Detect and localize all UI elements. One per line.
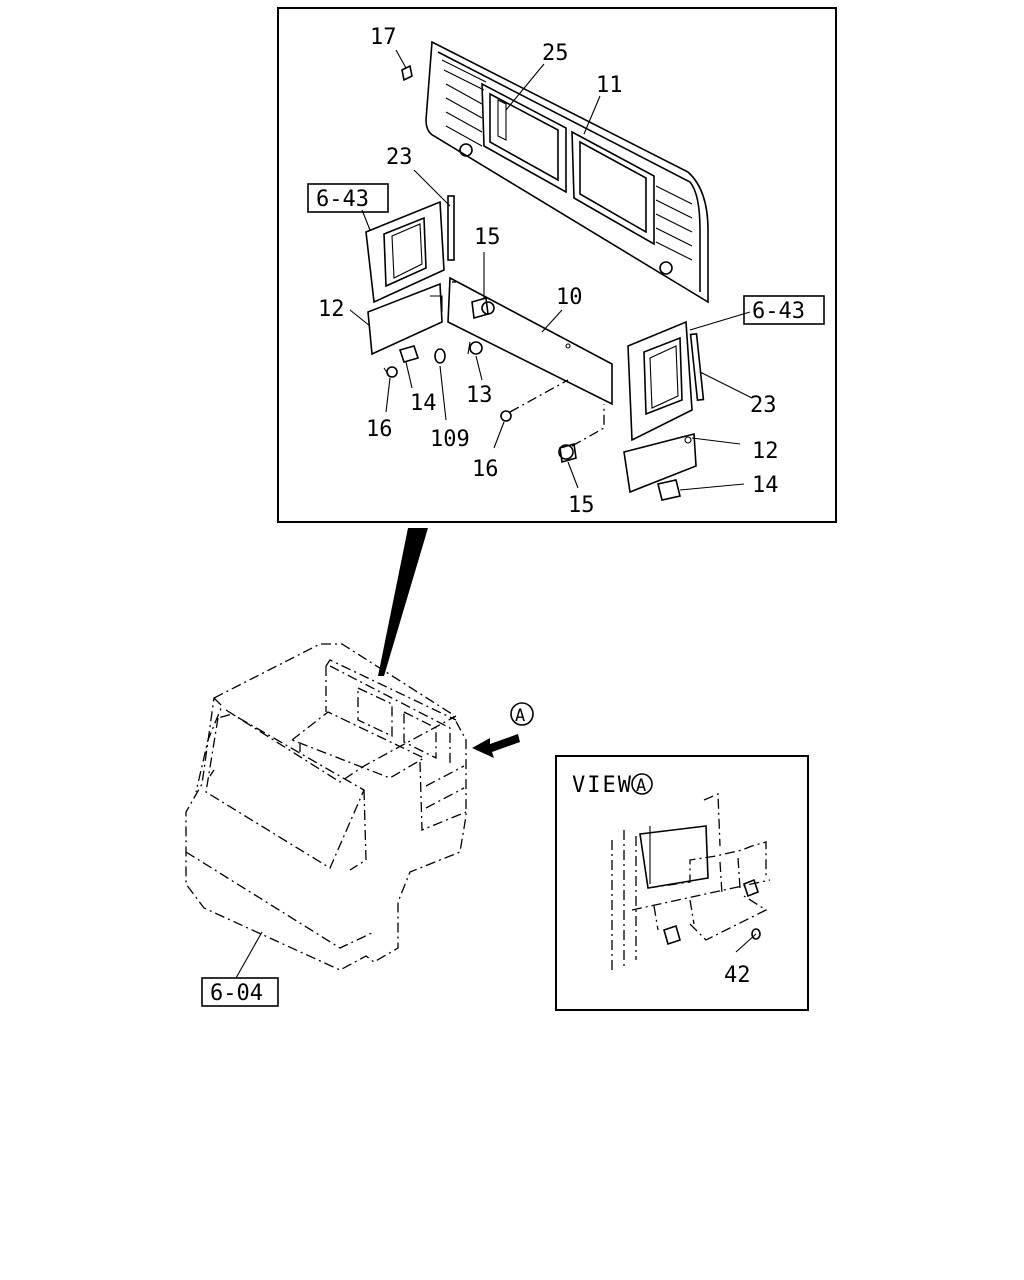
pointer-wedge: [378, 528, 428, 676]
callout-10: 10: [556, 285, 583, 310]
leader-lines: [349, 49, 753, 491]
rear-panel-11: [425, 40, 709, 304]
clip-16-left: [383, 366, 398, 378]
view-a-inset-frame: [555, 755, 809, 1011]
view-a-marker: A: [515, 706, 525, 726]
svg-text:6-43: 6-43: [752, 299, 805, 324]
callout-23-left: 23: [386, 145, 413, 170]
callout-15-top: 15: [474, 225, 501, 250]
left-side-panel: [365, 200, 445, 304]
callout-42: 42: [724, 963, 751, 988]
callout-16-mid: 16: [472, 457, 499, 482]
right-side-panel: [627, 320, 693, 442]
callout-12-right: 12: [752, 439, 779, 464]
svg-text:6-43: 6-43: [316, 187, 369, 212]
inset-title: VIEW: [572, 773, 633, 798]
callout-16-left: 16: [366, 417, 393, 442]
lower-left-trim-12: [367, 282, 443, 356]
ref-box-643-left: 6-43: [307, 183, 389, 213]
view-a-arrow: A: [472, 702, 534, 758]
ref-box-604: 6-04: [201, 931, 279, 1007]
screw-15-bottom: [558, 442, 577, 464]
clip-13: [467, 341, 483, 355]
strip-23-right: [689, 332, 705, 402]
ref-box-643-right: 6-43: [743, 295, 825, 325]
callout-13: 13: [466, 383, 493, 408]
inset-marker-circle: [631, 773, 653, 795]
callout-14-right: 14: [752, 473, 779, 498]
lower-right-trim-12: [623, 432, 697, 494]
block-14-left: [398, 345, 420, 363]
inset-marker: A: [636, 776, 646, 796]
clip-16-mid: [500, 410, 512, 422]
svg-text:6-04: 6-04: [210, 981, 263, 1006]
callout-15-bottom: 15: [568, 493, 595, 518]
detail-frame: [277, 7, 837, 523]
truck-cab: [185, 643, 467, 971]
inset-detail: [611, 793, 771, 970]
callout-17: 17: [370, 25, 397, 50]
callout-12-left: 12: [318, 297, 345, 322]
strip-23-left: [447, 195, 455, 261]
screw-17: [401, 64, 413, 82]
callout-109: 109: [430, 427, 470, 452]
callout-25: 25: [542, 41, 569, 66]
lower-panel-10: [447, 276, 613, 406]
callout-14-left: 14: [410, 391, 437, 416]
block-14-right: [657, 479, 681, 501]
callout-23-right: 23: [750, 393, 777, 418]
screw-15-top: [471, 296, 495, 320]
ring-109: [434, 348, 446, 364]
callout-11: 11: [596, 73, 623, 98]
